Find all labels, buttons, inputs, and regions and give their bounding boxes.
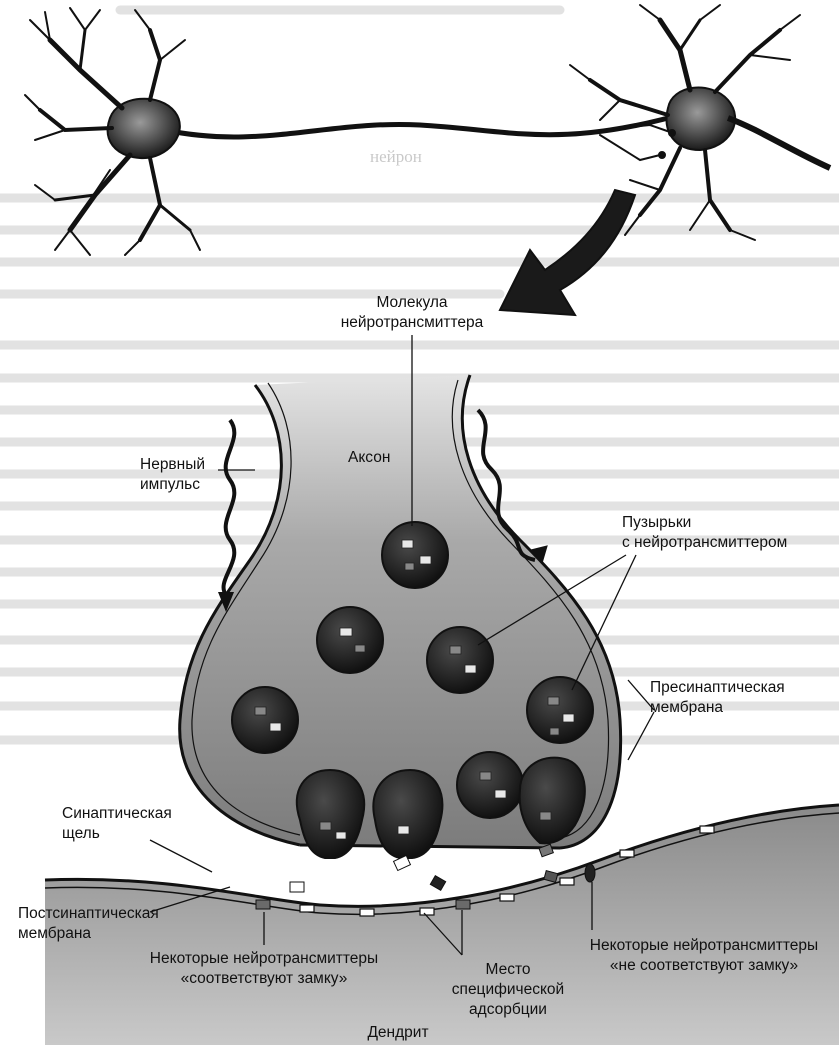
axon-fiber	[165, 112, 690, 137]
label-fit-lock-1: Некоторые нейротрансмиттеры	[150, 950, 378, 967]
label-adsorption-3: адсорбции	[469, 1001, 547, 1018]
label-adsorption-2: специфической	[452, 981, 564, 998]
label-fit-lock-2: «соответствуют замку»	[181, 970, 348, 987]
label-adsorption-1: Место	[485, 961, 530, 978]
label-vesicles-1: Пузырьки	[622, 514, 691, 531]
label-nerve-impulse-2: импульс	[140, 476, 200, 493]
label-molecule-1: Молекула	[376, 294, 447, 311]
label-no-fit-lock-2: «не соответствуют замку»	[610, 957, 798, 974]
label-no-fit-lock-1: Некоторые нейротрансмиттеры	[590, 937, 818, 954]
label-presynaptic-1: Пресинаптическая	[650, 679, 785, 696]
label-postsynaptic-2: мембрана	[18, 925, 91, 942]
background-word: нейрон	[370, 147, 422, 166]
label-presynaptic-2: мембрана	[650, 699, 723, 716]
label-postsynaptic-1: Постсинаптическая	[18, 905, 159, 922]
label-axon: Аксон	[348, 449, 390, 466]
label-cleft-2: щель	[62, 825, 100, 842]
label-cleft-1: Синаптическая	[62, 805, 172, 822]
label-dendrite: Дендрит	[367, 1024, 428, 1041]
label-molecule-2: нейротрансмиттера	[341, 314, 484, 331]
right-axon	[728, 118, 830, 168]
zoom-arrow	[500, 190, 635, 315]
label-nerve-impulse-1: Нервный	[140, 456, 205, 473]
neuron-illustration	[25, 5, 830, 255]
label-vesicles-2: с нейротрансмиттером	[622, 534, 787, 551]
right-soma	[667, 88, 736, 150]
